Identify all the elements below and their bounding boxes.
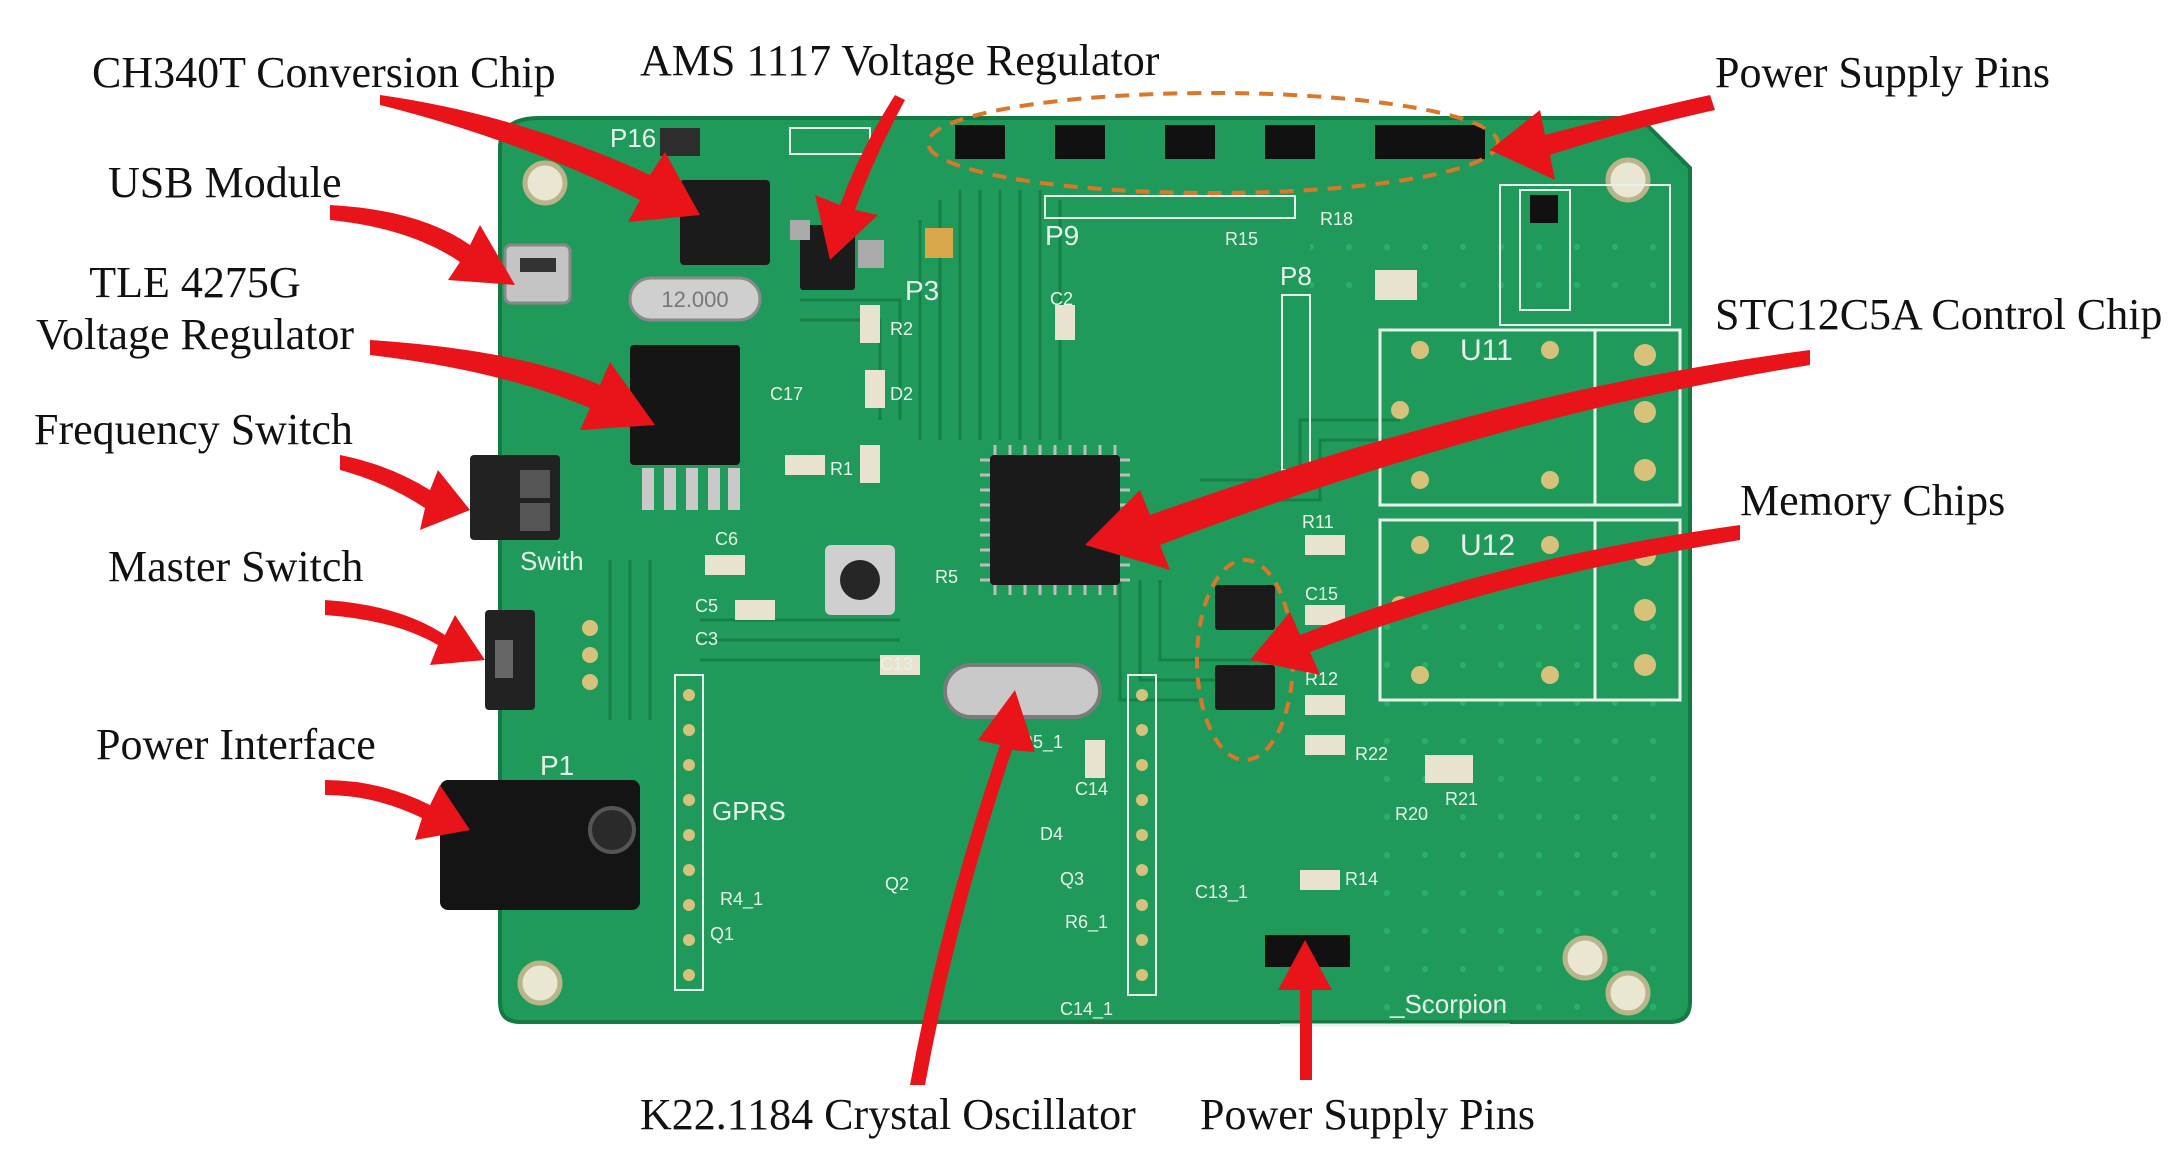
ch340t-chip bbox=[680, 180, 770, 265]
smd-components bbox=[705, 270, 1473, 890]
label-master-switch: Master Switch bbox=[108, 542, 364, 591]
stc12c5a-chip bbox=[990, 455, 1120, 585]
capacitor-c9 bbox=[925, 228, 953, 258]
q3-silkscreen: Q3 bbox=[1060, 869, 1084, 889]
p9-silkscreen: P9 bbox=[1045, 220, 1079, 251]
r14-silkscreen: R14 bbox=[1345, 869, 1378, 889]
arrow-power-top bbox=[1490, 95, 1715, 180]
memory-chip-2 bbox=[1215, 665, 1275, 710]
label-power-interface: Power Interface bbox=[96, 720, 376, 769]
label-memory: Memory Chips bbox=[1740, 476, 2006, 525]
usb-connector bbox=[503, 243, 572, 305]
arrow-usb bbox=[330, 205, 515, 285]
label-tle-line1: TLE 4275G bbox=[89, 258, 301, 307]
d4-silkscreen: D4 bbox=[1040, 824, 1063, 844]
u11-silkscreen: U11 bbox=[1460, 334, 1513, 367]
r2-silkscreen: R2 bbox=[890, 319, 913, 339]
label-usb: USB Module bbox=[108, 158, 342, 207]
relay-footprints bbox=[1378, 328, 1682, 702]
crystal-marking: 12.000 bbox=[661, 287, 728, 312]
p16-silkscreen: P16 bbox=[610, 123, 656, 153]
c13-silkscreen: C13 bbox=[880, 654, 913, 674]
arrow-memory bbox=[1250, 525, 1740, 675]
c6-silkscreen: C6 bbox=[715, 529, 738, 549]
r15-silkscreen: R15 bbox=[1225, 229, 1258, 249]
c14-1-silkscreen: C14_1 bbox=[1060, 999, 1113, 1020]
crystal-12mhz bbox=[628, 276, 762, 322]
p8-silkscreen: P8 bbox=[1280, 261, 1312, 291]
brand-silkscreen: _Scorpion bbox=[1389, 989, 1507, 1019]
label-power-pins-bottom: Power Supply Pins bbox=[1200, 1090, 1535, 1139]
r12-silkscreen: R12 bbox=[1305, 669, 1338, 689]
arrow-stc bbox=[1085, 350, 1810, 570]
relay-pads bbox=[1391, 341, 1656, 684]
arrow-master bbox=[325, 600, 485, 665]
mid-vertical-header bbox=[1127, 674, 1157, 996]
crystal-k22-1184 bbox=[943, 663, 1102, 719]
memory-chip-1 bbox=[1215, 585, 1275, 630]
arrow-power-interface bbox=[325, 780, 470, 840]
q2-silkscreen: Q2 bbox=[885, 874, 909, 894]
c2-silkscreen: C2 bbox=[1050, 289, 1073, 309]
d2-silkscreen: D2 bbox=[890, 384, 913, 404]
tle4275g-pins bbox=[642, 468, 740, 510]
r4-1-silkscreen: R4_1 bbox=[720, 889, 763, 910]
c17-silkscreen: C17 bbox=[770, 384, 803, 404]
mounting-holes bbox=[517, 157, 1651, 1016]
annotation-arrows bbox=[325, 95, 1810, 1085]
label-power-pins-top: Power Supply Pins bbox=[1715, 48, 2050, 97]
r11-silkscreen: R11 bbox=[1302, 512, 1334, 532]
q1-silkscreen: Q1 bbox=[710, 924, 734, 944]
arrow-freq bbox=[340, 455, 470, 530]
label-ams1117: AMS 1117 Voltage Regulator bbox=[640, 36, 1160, 85]
c15-silkscreen: C15 bbox=[1305, 584, 1338, 604]
r6-1-silkscreen: R6_1 bbox=[1065, 912, 1108, 933]
switch-silkscreen: Swith bbox=[520, 546, 584, 576]
r18-silkscreen: R18 bbox=[1320, 209, 1353, 229]
top-pin-headers bbox=[660, 125, 1671, 326]
label-ch340t: CH340T Conversion Chip bbox=[92, 48, 556, 97]
r5-silkscreen: R5 bbox=[935, 567, 958, 587]
p1-silkscreen: P1 bbox=[540, 750, 574, 781]
c13-1-silkscreen: C13_1 bbox=[1195, 882, 1248, 903]
master-switch-pads bbox=[582, 620, 598, 690]
c5-silkscreen: C5 bbox=[695, 596, 718, 616]
arrow-power-bottom bbox=[1278, 940, 1332, 1080]
arrow-crystal bbox=[910, 690, 1035, 1085]
label-freq-switch: Frequency Switch bbox=[34, 405, 353, 454]
left-vertical-header bbox=[674, 674, 704, 991]
u12-silkscreen: U12 bbox=[1460, 529, 1515, 562]
r1-silkscreen: R1 bbox=[830, 459, 853, 479]
label-tle-line2: Voltage Regulator bbox=[35, 310, 355, 359]
label-crystal: K22.1184 Crystal Oscillator bbox=[640, 1090, 1136, 1139]
tle4275g-chip bbox=[630, 345, 740, 465]
r22-silkscreen: R22 bbox=[1355, 744, 1388, 764]
arrow-tle bbox=[370, 340, 655, 430]
c3-silkscreen: C3 bbox=[695, 629, 718, 649]
gprs-silkscreen: GPRS bbox=[712, 796, 786, 826]
r21-silkscreen: R21 bbox=[1445, 789, 1478, 809]
c14-silkscreen: C14 bbox=[1075, 779, 1108, 799]
power-pins-highlight bbox=[926, 91, 1500, 195]
arrow-ch340t bbox=[380, 95, 700, 222]
arrow-ams1117 bbox=[815, 95, 905, 260]
p3-silkscreen: P3 bbox=[905, 275, 939, 306]
label-stc: STC12C5A Control Chip bbox=[1715, 290, 2163, 339]
r20-silkscreen: R20 bbox=[1395, 804, 1428, 824]
dc-power-jack bbox=[440, 780, 640, 910]
board-dot-grid bbox=[1310, 230, 1680, 320]
header-pads bbox=[683, 689, 1148, 981]
